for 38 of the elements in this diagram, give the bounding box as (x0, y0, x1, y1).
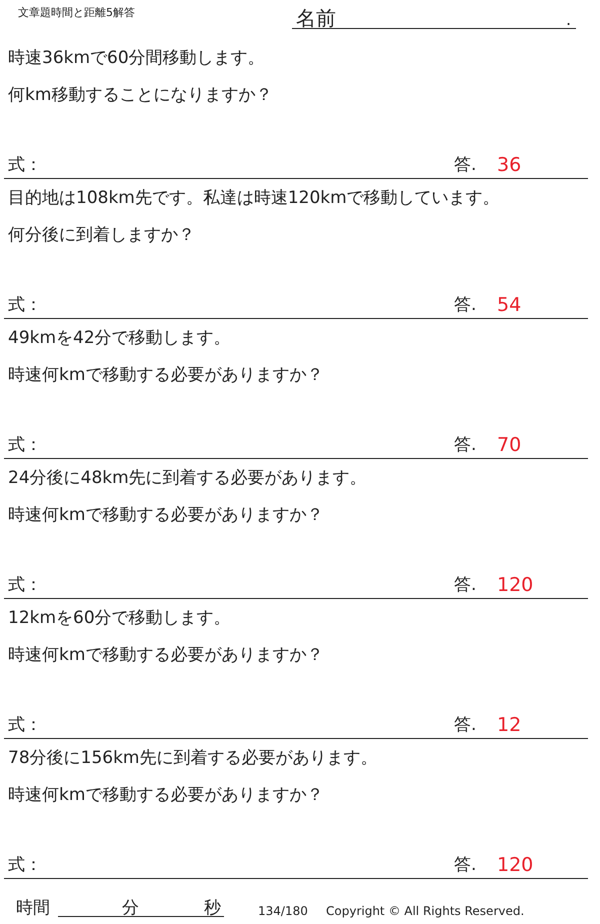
formula-label: 式： (8, 295, 42, 316)
formula-label: 式： (8, 715, 42, 736)
question-text: 24分後に48km先に到着する必要があります。 (8, 468, 367, 488)
answer-value: 120 (497, 854, 534, 877)
question-text: 何分後に到着しますか？ (8, 225, 195, 246)
question-text: 何km移動することになりますか？ (8, 85, 272, 106)
formula-label: 式： (8, 855, 42, 876)
question-text: 12kmを60分で移動します。 (8, 608, 231, 628)
answer-value: 70 (497, 434, 522, 457)
answer-label: 答. (454, 715, 476, 736)
time-label: 時間 (16, 898, 50, 918)
question-text: 49kmを42分で移動します。 (8, 328, 231, 348)
formula-label: 式： (8, 575, 42, 596)
question-text: 時速何kmで移動する必要がありますか？ (8, 645, 324, 666)
question-text: 時速36kmで60分間移動します。 (8, 48, 265, 68)
answer-label: 答. (454, 855, 476, 876)
question-text: 78分後に156km先に到着する必要があります。 (8, 748, 378, 768)
question-text: 目的地は108km先です。私達は時速120kmで移動しています。 (8, 188, 500, 208)
answer-label: 答. (454, 575, 476, 596)
copyright-notice: Copyright © All Rights Reserved. (326, 904, 524, 918)
question-text: 時速何kmで移動する必要がありますか？ (8, 365, 324, 386)
worksheet-title: 文章題時間と距離5解答 (18, 6, 135, 20)
answer-label: 答. (454, 435, 476, 456)
formula-label: 式： (8, 155, 42, 176)
question-text: 時速何kmで移動する必要がありますか？ (8, 785, 324, 806)
name-line-end: . (566, 10, 572, 30)
answer-value: 54 (497, 294, 522, 317)
name-label: 名前 (296, 6, 336, 30)
formula-label: 式： (8, 435, 42, 456)
answer-value: 12 (497, 714, 522, 737)
answer-label: 答. (454, 155, 476, 176)
answer-label: 答. (454, 295, 476, 316)
question-text: 時速何kmで移動する必要がありますか？ (8, 505, 324, 526)
seconds-label: 秒 (204, 898, 221, 918)
minutes-label: 分 (122, 898, 139, 918)
page-number: 134/180 (258, 904, 308, 918)
answer-value: 36 (497, 154, 522, 177)
answer-value: 120 (497, 574, 534, 597)
